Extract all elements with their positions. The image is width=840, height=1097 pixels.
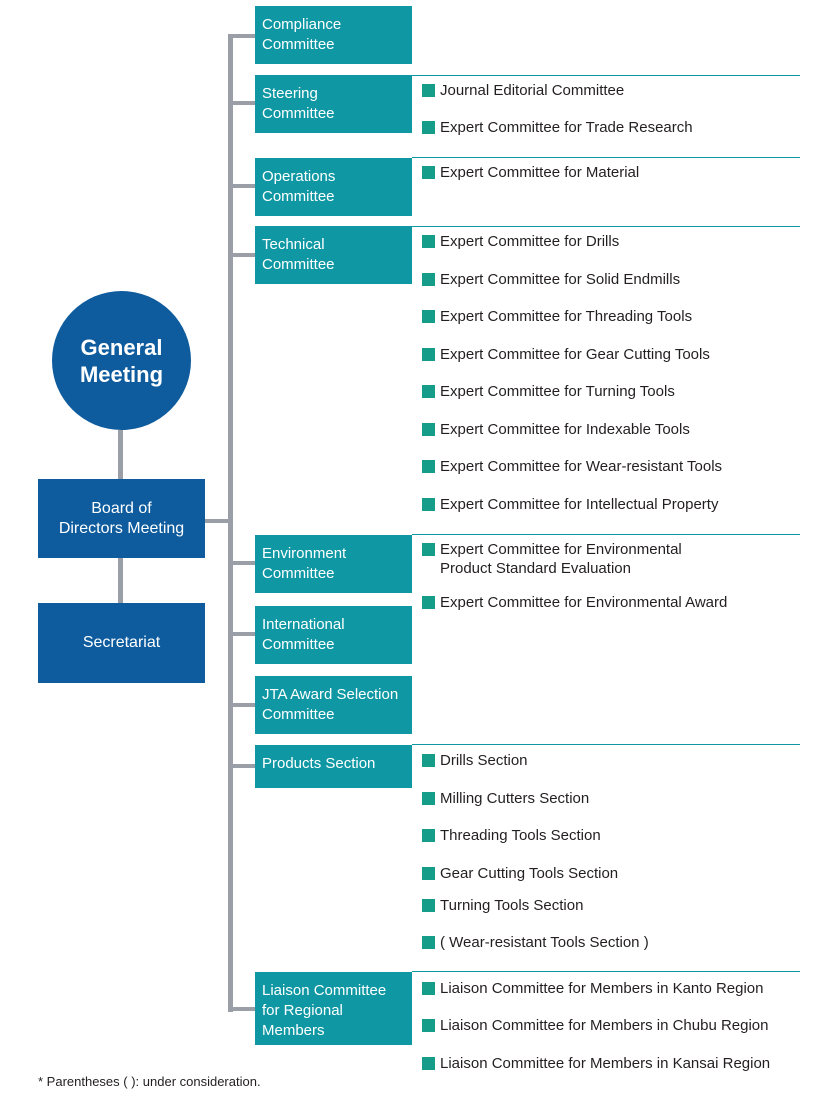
connector-steering-committee [231, 101, 255, 105]
sub-committee-item: Threading Tools Section [422, 826, 601, 845]
square-bullet-icon [422, 936, 435, 949]
sub-committee-item: Liaison Committee for Members in Chubu R… [422, 1016, 768, 1035]
square-bullet-icon [422, 1057, 435, 1070]
square-bullet-icon [422, 460, 435, 473]
connector-compliance-committee [231, 34, 255, 38]
sub-committee-label: Expert Committee for Threading Tools [440, 308, 693, 325]
committee-operations-committee: Operations Committee [255, 158, 412, 216]
sub-committee-item: Expert Committee for Threading Tools [422, 307, 692, 326]
square-bullet-icon [422, 498, 435, 511]
connector-operations-committee [231, 184, 255, 188]
sub-committee-label: Turning Tools Section [440, 897, 584, 914]
sub-committee-item: Drills Section [422, 751, 528, 770]
committee-products-section: Products Section [255, 745, 412, 788]
connector-technical-committee [231, 253, 255, 257]
sub-committee-label: Threading Tools Section [440, 827, 601, 844]
sub-committee-item: Expert Committee for Drills [422, 232, 619, 251]
committee-technical-committee: Technical Committee [255, 226, 412, 284]
sub-committee-item: Expert Committee for Material [422, 163, 639, 182]
square-bullet-icon [422, 792, 435, 805]
sub-committee-item: Expert Committee for Indexable Tools [422, 420, 690, 439]
sub-committee-item: Expert Committee for Turning Tools [422, 382, 675, 401]
square-bullet-icon [422, 754, 435, 767]
sub-committee-item: Expert Committee for Environmental Award [422, 593, 727, 612]
sub-committee-item: Expert Committee for Trade Research [422, 118, 693, 137]
sub-committee-label: Expert Committee for Solid Endmills [440, 271, 681, 288]
sub-committee-item: Liaison Committee for Members in Kansai … [422, 1054, 770, 1073]
sub-committee-label: Expert Committee for Drills [440, 233, 620, 250]
separator-steering-committee [412, 75, 800, 76]
sub-committee-item: Turning Tools Section [422, 896, 583, 915]
square-bullet-icon [422, 348, 435, 361]
sub-committee-label: Expert Committee for Material [440, 164, 640, 181]
sub-committee-label: Liaison Committee for Members in Chubu R… [440, 1017, 769, 1034]
connector-environment-committee [231, 561, 255, 565]
sub-committee-label: Liaison Committee for Members in Kanto R… [440, 980, 764, 997]
sub-committee-label: Gear Cutting Tools Section [440, 865, 619, 882]
sub-committee-item: ( Wear-resistant Tools Section ) [422, 933, 649, 952]
committee-environment-committee: Environment Committee [255, 535, 412, 593]
sub-committee-label: Journal Editorial Committee [440, 82, 625, 99]
sub-committee-label: Expert Committee for Intellectual Proper… [440, 496, 719, 513]
separator-products-section [412, 744, 800, 745]
square-bullet-icon [422, 596, 435, 609]
square-bullet-icon [422, 543, 435, 556]
connector-general-board [118, 430, 123, 480]
committee-jta-award-selection-committee: JTA Award Selection Committee [255, 676, 412, 734]
sub-committee-label: ( Wear-resistant Tools Section ) [440, 934, 649, 951]
connector-liaison-committee-for-regional-members [231, 1007, 255, 1011]
sub-committee-label: Expert Committee for Environmental Award [440, 594, 728, 611]
sub-committee-item: Expert Committee for Environmental Produ… [422, 540, 682, 578]
secretariat-node: Secretariat [38, 603, 205, 683]
square-bullet-icon [422, 84, 435, 97]
sub-committee-label: Expert Committee for Gear Cutting Tools [440, 346, 710, 363]
committee-international-committee: International Committee [255, 606, 412, 664]
connector-jta-award-selection-committee [231, 703, 255, 707]
square-bullet-icon [422, 166, 435, 179]
sub-committee-label: Expert Committee for Turning Tools [440, 383, 675, 400]
sub-committee-label: Expert Committee for Indexable Tools [440, 421, 690, 438]
square-bullet-icon [422, 867, 435, 880]
square-bullet-icon [422, 310, 435, 323]
committee-compliance-committee: Compliance Committee [255, 6, 412, 64]
footnote: * Parentheses ( ): under consideration. [38, 1074, 261, 1089]
sub-committee-label: Expert Committee for Trade Research [440, 119, 693, 136]
connector-products-section [231, 764, 255, 768]
square-bullet-icon [422, 982, 435, 995]
square-bullet-icon [422, 899, 435, 912]
sub-committee-item: Milling Cutters Section [422, 789, 589, 808]
square-bullet-icon [422, 121, 435, 134]
sub-committee-label: Expert Committee for Environmental Produ… [440, 541, 682, 577]
board-of-directors-node: Board of Directors Meeting [38, 479, 205, 558]
square-bullet-icon [422, 273, 435, 286]
square-bullet-icon [422, 235, 435, 248]
sub-committee-label: Drills Section [440, 752, 528, 769]
committee-steering-committee: Steering Committee [255, 75, 412, 133]
separator-liaison-committee-for-regional-members [412, 971, 800, 972]
sub-committee-item: Journal Editorial Committee [422, 81, 624, 100]
sub-committee-label: Expert Committee for Wear-resistant Tool… [440, 458, 723, 475]
separator-environment-committee [412, 534, 800, 535]
square-bullet-icon [422, 385, 435, 398]
sub-committee-item: Expert Committee for Solid Endmills [422, 270, 680, 289]
square-bullet-icon [422, 829, 435, 842]
separator-technical-committee [412, 226, 800, 227]
committee-liaison-committee-for-regional-members: Liaison Committee for Regional Members [255, 972, 412, 1045]
sub-committee-label: Milling Cutters Section [440, 790, 590, 807]
connector-trunk [228, 34, 233, 1012]
connector-board-secretariat [118, 556, 123, 604]
square-bullet-icon [422, 423, 435, 436]
separator-operations-committee [412, 157, 800, 158]
connector-international-committee [231, 632, 255, 636]
sub-committee-item: Expert Committee for Wear-resistant Tool… [422, 457, 722, 476]
square-bullet-icon [422, 1019, 435, 1032]
connector-board-trunk [205, 519, 232, 523]
sub-committee-item: Liaison Committee for Members in Kanto R… [422, 979, 763, 998]
sub-committee-item: Expert Committee for Intellectual Proper… [422, 495, 718, 514]
sub-committee-label: Liaison Committee for Members in Kansai … [440, 1055, 771, 1072]
general-meeting-node: General Meeting [52, 291, 191, 430]
sub-committee-item: Gear Cutting Tools Section [422, 864, 618, 883]
sub-committee-item: Expert Committee for Gear Cutting Tools [422, 345, 710, 364]
